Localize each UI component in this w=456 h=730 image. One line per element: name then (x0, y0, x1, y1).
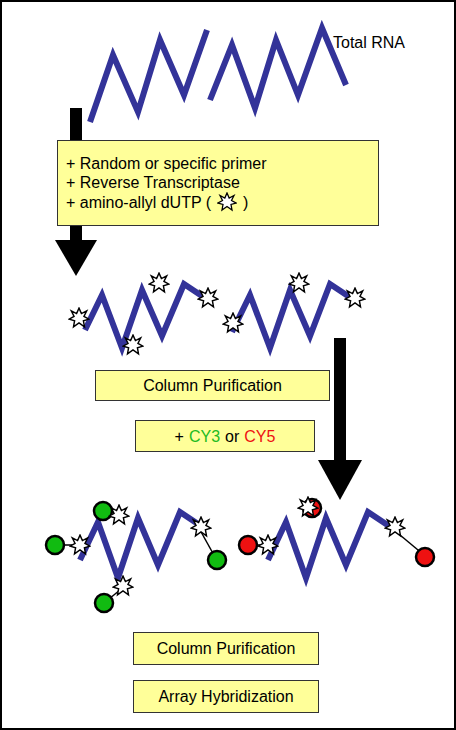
box-text: + (175, 428, 184, 445)
text-line: Column Purification (143, 376, 282, 395)
amino-allyl-icon (217, 192, 237, 212)
amino-allyl-marks (69, 273, 365, 354)
process-box: + CY3 or CY5 (135, 420, 315, 452)
cy5-dyes (239, 499, 434, 566)
rna-strand (90, 30, 207, 122)
cdna-strand (268, 512, 392, 578)
amino-allyl-icon (218, 193, 236, 210)
process-box: Array Hybridization (133, 680, 319, 713)
box-text: Array Hybridization (158, 688, 293, 705)
box-text: or (225, 428, 239, 445)
box-text: Column Purification (157, 640, 296, 657)
sample-label: Total RNA (333, 34, 405, 52)
box-text: ) (243, 194, 248, 211)
text-line: + amino-allyl dUTP () (66, 192, 248, 212)
process-box: Column Purification (133, 632, 319, 665)
cdna-strand (85, 284, 208, 348)
box-text: + amino-allyl dUTP ( (66, 194, 211, 211)
cdna-strand (80, 512, 204, 578)
rna-strand (210, 28, 346, 108)
amino-allyl-marks (70, 497, 405, 595)
cy3-dyes (46, 502, 226, 612)
text-line: Column Purification (157, 639, 296, 658)
box-text: + Reverse Transcriptase (66, 174, 240, 191)
process-arrow (318, 338, 362, 500)
text-line: + Reverse Transcriptase (66, 173, 240, 192)
process-box: Column Purification (95, 370, 330, 401)
cdna-strand (232, 284, 354, 348)
box-text: CY3 (189, 428, 220, 445)
text-line: + CY3 or CY5 (175, 427, 276, 446)
text-line: Array Hybridization (158, 687, 293, 706)
text-line: + Random or specific primer (66, 154, 267, 173)
process-box: + Random or specific primer + Reverse Tra… (57, 140, 379, 226)
box-text: Column Purification (143, 377, 282, 394)
box-text: CY5 (244, 428, 275, 445)
box-text: + Random or specific primer (66, 155, 267, 172)
